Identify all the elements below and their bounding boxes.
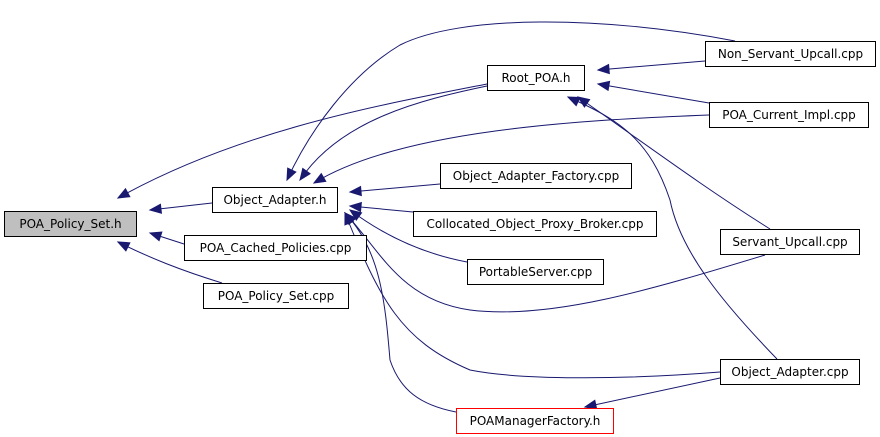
- arrowhead-icon: [286, 167, 297, 182]
- edge-servant-upcall-cpp-to-object-adapter-h: [344, 212, 766, 313]
- arrowhead-icon: [312, 172, 327, 184]
- node-non-servant-upcall-cpp[interactable]: Non_Servant_Upcall.cpp: [705, 41, 876, 67]
- arrowhead-icon: [299, 167, 311, 182]
- edge-root-poa-h-to-poa-policy-set-h: [117, 83, 488, 199]
- edge-non-servant-upcall-cpp-to-root-poa-h: [597, 60, 706, 71]
- arrowhead-icon: [344, 212, 357, 226]
- node-portableserver-cpp[interactable]: PortableServer.cpp: [467, 259, 604, 285]
- node-poa-policy-set-h[interactable]: POA_Policy_Set.h: [4, 211, 137, 237]
- arrowhead-icon: [116, 241, 131, 252]
- edge-object-adapter-factory-cpp-to-object-adapter-h: [349, 183, 441, 193]
- edge-poamanagerfactory-h-to-object-adapter-h: [344, 212, 457, 413]
- edge-poa-current-impl-cpp-to-object-adapter-h: [313, 114, 710, 184]
- node-servant-upcall-cpp[interactable]: Servant_Upcall.cpp: [720, 229, 860, 255]
- node-poa-policy-set-cpp[interactable]: POA_Policy_Set.cpp: [203, 283, 349, 309]
- arrowhead-icon: [596, 80, 611, 92]
- edge-root-poa-h-to-object-adapter-h: [299, 85, 488, 181]
- arrowhead-icon: [148, 231, 163, 242]
- edge-object-adapter-cpp-to-root-poa-h: [567, 96, 778, 360]
- node-poamanagerfactory-h[interactable]: POAManagerFactory.h: [456, 408, 614, 434]
- arrowhead-icon: [348, 209, 363, 221]
- arrowhead-icon: [348, 201, 362, 213]
- edge-poa-current-impl-cpp-to-root-poa-h: [597, 83, 710, 104]
- edge-non-servant-upcall-cpp-to-object-adapter-h: [286, 21, 736, 181]
- node-object-adapter-h[interactable]: Object_Adapter.h: [212, 187, 338, 213]
- node-collocated-object-proxy-broker-cpp[interactable]: Collocated_Object_Proxy_Broker.cpp: [413, 211, 657, 237]
- edge-portableserver-cpp-to-object-adapter-h: [349, 209, 468, 263]
- edge-object-adapter-cpp-to-object-adapter-h: [344, 212, 721, 379]
- node-root-poa-h[interactable]: Root_POA.h: [487, 65, 585, 91]
- edge-object-adapter-cpp-to-poamanagerfactory-h: [584, 377, 721, 408]
- node-poa-cached-policies-cpp[interactable]: POA_Cached_Policies.cpp: [184, 235, 367, 261]
- arrowhead-icon: [148, 203, 163, 214]
- arrowhead-icon: [596, 63, 610, 75]
- node-object-adapter-cpp[interactable]: Object_Adapter.cpp: [720, 359, 860, 385]
- arrowhead-icon: [576, 96, 591, 108]
- node-poa-current-impl-cpp[interactable]: POA_Current_Impl.cpp: [709, 102, 869, 128]
- node-object-adapter-factory-cpp[interactable]: Object_Adapter_Factory.cpp: [440, 163, 632, 189]
- arrowhead-icon: [566, 96, 581, 107]
- arrowhead-icon: [116, 187, 131, 199]
- arrowhead-icon: [348, 185, 362, 197]
